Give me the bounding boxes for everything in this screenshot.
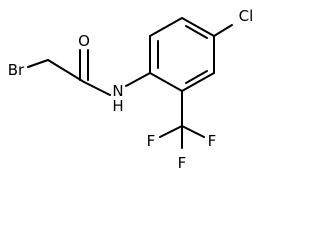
bond-ring-chlorine [213,24,233,37]
bond-cf3-f-right [181,125,205,138]
chemical-structure-diagram: Br O N H Cl F F F [8,7,254,172]
ring-bond-6 [149,72,183,92]
atom-fluorine-left: F [147,132,156,150]
bond-nitrogen-ring [125,72,151,87]
bond-br-ch2 [27,59,49,68]
atom-nitrogen: N [112,82,123,100]
bond-carbonyl-nitrogen [83,81,111,96]
atom-labels: Br O N H Cl F F F [8,7,254,172]
atom-oxygen: O [78,32,90,50]
atom-bromine: Br [8,61,25,79]
bonds [27,17,233,149]
atom-hydrogen: H [112,97,123,115]
bond-cf3-f-left [159,125,183,138]
atom-fluorine-bottom: F [178,154,187,172]
ring-double-bond-2 [185,25,208,39]
atom-chlorine: Cl [239,7,254,25]
bond-ch2-carbonyl [47,59,85,83]
ring-bond-2 [149,17,183,37]
ring-bond-3 [181,17,215,37]
atom-fluorine-right: F [208,132,217,150]
ring-bond-5 [181,72,215,92]
ring-double-bond-3 [185,70,208,84]
